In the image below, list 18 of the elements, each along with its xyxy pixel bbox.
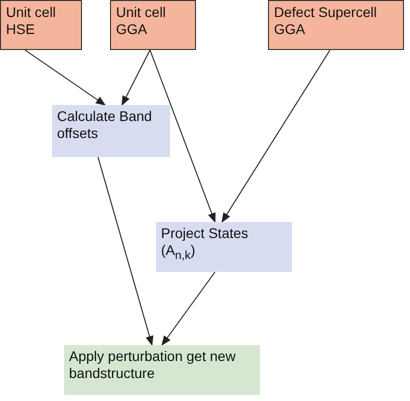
- result-box: [64, 345, 260, 395]
- input-box: [0, 0, 82, 50]
- arrow: [221, 50, 330, 223]
- node-label: Defect Supercell GGA: [274, 4, 378, 38]
- arrow: [24, 50, 106, 106]
- input-box: [268, 0, 404, 50]
- node-label: Calculate Band offsets: [57, 108, 153, 142]
- node-label: Unit cell HSE: [6, 4, 57, 38]
- node-label: Project States (A$_{n,k}$): [161, 225, 250, 264]
- node-label: Unit cell GGA: [116, 4, 167, 38]
- process-box: [156, 222, 292, 272]
- node-label: Apply perturbation get new bandstructure: [69, 348, 237, 382]
- arrow: [98, 156, 154, 346]
- arrow: [122, 50, 150, 106]
- process-box: [52, 105, 170, 157]
- arrow: [161, 272, 216, 346]
- input-box: [110, 0, 196, 50]
- arrow: [150, 50, 216, 223]
